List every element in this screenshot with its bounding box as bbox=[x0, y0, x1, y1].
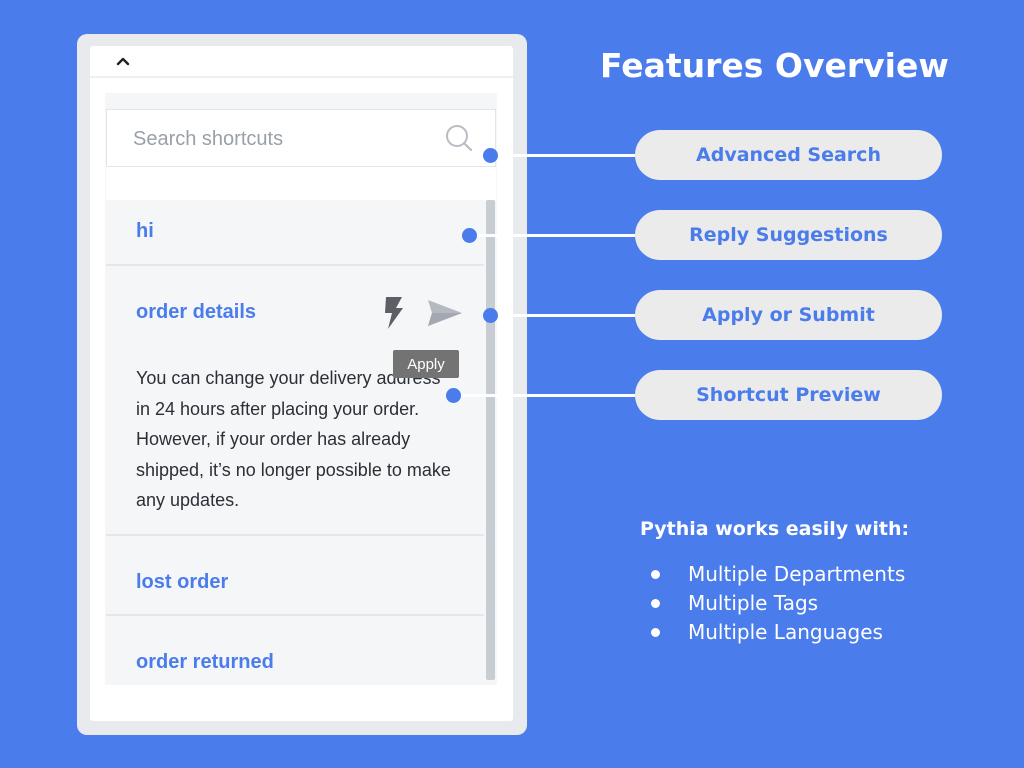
callout-dot-preview bbox=[446, 388, 461, 403]
search-icon[interactable] bbox=[445, 124, 473, 152]
shortcut-title[interactable]: order returned bbox=[136, 651, 274, 673]
send-icon[interactable] bbox=[427, 299, 463, 327]
shortcut-title[interactable]: lost order bbox=[136, 571, 229, 593]
header-divider bbox=[90, 76, 513, 78]
search-spacer bbox=[106, 167, 496, 200]
shortcut-item-order-returned[interactable]: order returned bbox=[106, 626, 484, 685]
callout-line-suggestions bbox=[477, 234, 635, 237]
panel-header bbox=[90, 46, 513, 76]
list-item: Multiple Languages bbox=[648, 618, 905, 647]
bolt-icon[interactable] bbox=[384, 297, 404, 329]
shortcut-preview-text: You can change your delivery address in … bbox=[136, 368, 451, 510]
apply-tooltip: Apply bbox=[393, 350, 459, 378]
shortcut-title[interactable]: hi bbox=[136, 220, 154, 242]
callout-apply-or-submit: Apply or Submit bbox=[635, 290, 942, 340]
callout-shortcut-preview: Shortcut Preview bbox=[635, 370, 942, 420]
callout-dot-suggestions bbox=[462, 228, 477, 243]
bullet-icon bbox=[651, 570, 660, 579]
integrations-heading: Pythia works easily with: bbox=[640, 518, 910, 540]
chevron-up-icon[interactable] bbox=[116, 56, 130, 66]
shortcut-title[interactable]: order details bbox=[136, 301, 257, 323]
scrollbar-thumb[interactable] bbox=[486, 200, 495, 680]
callout-line-search bbox=[498, 154, 635, 157]
callout-dot-apply bbox=[483, 308, 498, 323]
features-title: Features Overview bbox=[600, 46, 949, 85]
callout-advanced-search: Advanced Search bbox=[635, 130, 942, 180]
callout-line-apply bbox=[498, 314, 635, 317]
callout-dot-search bbox=[483, 148, 498, 163]
search-box[interactable] bbox=[106, 109, 496, 168]
callout-line-preview bbox=[461, 394, 635, 397]
list-item: Multiple Tags bbox=[648, 589, 905, 618]
bullet-icon bbox=[651, 599, 660, 608]
list-item: Multiple Departments bbox=[648, 560, 905, 589]
callout-reply-suggestions: Reply Suggestions bbox=[635, 210, 942, 260]
shortcut-item-lost-order[interactable]: lost order bbox=[106, 546, 484, 616]
shortcut-item-order-details[interactable]: order details You can change your delive… bbox=[106, 268, 484, 536]
bullet-icon bbox=[651, 628, 660, 637]
search-input[interactable] bbox=[131, 110, 435, 168]
integrations-list: Multiple Departments Multiple Tags Multi… bbox=[648, 560, 905, 647]
shortcut-item-hi[interactable]: hi bbox=[106, 200, 484, 266]
